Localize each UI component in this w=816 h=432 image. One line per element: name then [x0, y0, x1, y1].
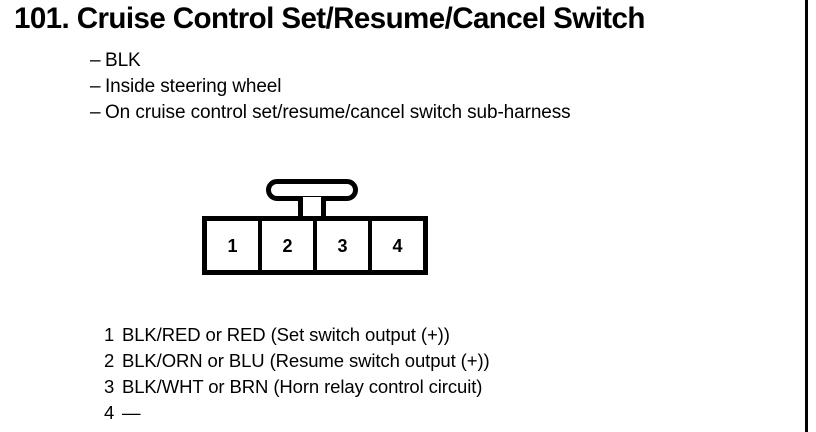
- terminal-row: 1 BLK/RED or RED (Set switch output (+)): [104, 322, 794, 348]
- list-item: – On cruise control set/resume/cancel sw…: [90, 100, 790, 126]
- dash-icon: –: [90, 102, 101, 123]
- connector-cavity: 4: [372, 221, 423, 270]
- terminal-description: —: [122, 402, 141, 423]
- connector-cavity: 3: [317, 221, 372, 270]
- terminal-number: 2: [104, 350, 115, 371]
- cavity-number: 3: [337, 236, 348, 256]
- terminal-row: 4 —: [104, 400, 794, 426]
- terminal-number: 3: [104, 376, 115, 397]
- page-title: 101. Cruise Control Set/Resume/Cancel Sw…: [14, 2, 645, 35]
- note-text: BLK: [105, 50, 141, 71]
- list-item: – Inside steering wheel: [90, 74, 790, 100]
- terminal-description: BLK/WHT or BRN (Horn relay control circu…: [122, 376, 483, 397]
- terminal-number: 1: [104, 324, 115, 345]
- cavity-number: 1: [227, 236, 238, 256]
- terminal-description: BLK/ORN or BLU (Resume switch output (+)…: [122, 350, 490, 371]
- list-item: – BLK: [90, 48, 790, 74]
- connector-notes-list: – BLK – Inside steering wheel – On cruis…: [90, 48, 790, 126]
- connector-locking-tab-stem-icon: [298, 197, 326, 219]
- dash-icon: –: [90, 50, 101, 71]
- page-header: 101. Cruise Control Set/Resume/Cancel Sw…: [14, 0, 800, 38]
- terminal-list: 1 BLK/RED or RED (Set switch output (+))…: [104, 322, 794, 426]
- terminal-row: 3 BLK/WHT or BRN (Horn relay control cir…: [104, 374, 794, 400]
- page-edge-rule: [805, 0, 808, 432]
- dash-icon: –: [90, 76, 101, 97]
- connector-body: 1 2 3 4: [202, 216, 428, 275]
- connector-cavity: 2: [262, 221, 317, 270]
- cavity-number: 4: [392, 236, 403, 256]
- note-text: On cruise control set/resume/cancel swit…: [105, 102, 571, 123]
- connector-cavity: 1: [207, 221, 262, 270]
- connector-diagram: 1 2 3 4: [202, 179, 430, 277]
- terminal-number: 4: [104, 402, 115, 423]
- terminal-description: BLK/RED or RED (Set switch output (+)): [122, 324, 450, 345]
- cavity-number: 2: [282, 236, 293, 256]
- note-text: Inside steering wheel: [105, 76, 282, 97]
- terminal-row: 2 BLK/ORN or BLU (Resume switch output (…: [104, 348, 794, 374]
